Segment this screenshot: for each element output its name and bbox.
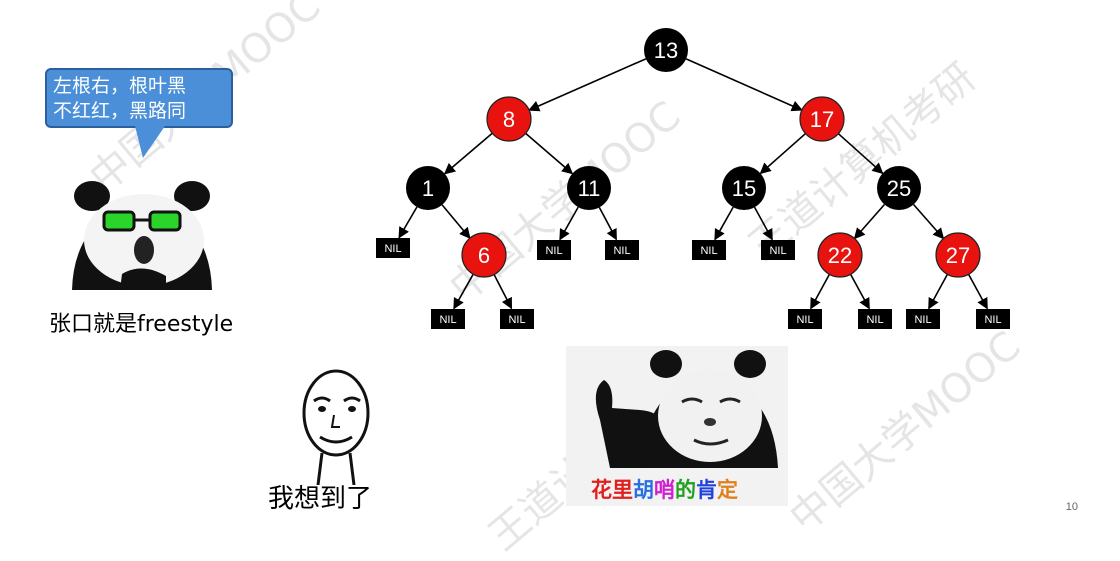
tree-edge: [559, 206, 579, 241]
panda-sunglasses-image: [72, 181, 212, 290]
tree-node-25: 25: [877, 166, 921, 210]
node-label: 6: [478, 243, 490, 268]
tree-edge: [441, 204, 471, 239]
nil-label: NIL: [769, 245, 786, 257]
tree-edge: [967, 273, 988, 310]
tree-edge: [928, 273, 949, 310]
nil-leaf: NIL: [976, 309, 1010, 329]
tree-node-8: 8: [486, 96, 532, 142]
nil-label: NIL: [700, 245, 717, 257]
tree-node-17: 17: [799, 96, 845, 142]
thought-caption: 我想到了: [268, 484, 373, 514]
tree-edge: [598, 207, 618, 241]
nil-leaf: NIL: [376, 238, 410, 258]
tree-node-27: 27: [935, 232, 981, 278]
nil-leaf: NIL: [906, 309, 940, 329]
approval-caption-text: 花里胡哨的肯定: [591, 478, 738, 502]
nil-label: NIL: [984, 314, 1001, 326]
tree-edge: [759, 132, 807, 175]
tree-node-11: 11: [567, 166, 611, 210]
tree-edge: [849, 273, 870, 310]
node-label: 1: [422, 176, 434, 201]
nil-label: NIL: [439, 314, 456, 326]
nil-leaf: NIL: [431, 309, 465, 329]
tree-edge: [810, 273, 831, 310]
tree-edge: [685, 58, 803, 112]
nil-label: NIL: [384, 243, 401, 255]
thumbs-up-panda-image: [595, 350, 778, 468]
freestyle-caption: 张口就是freestyle: [49, 312, 234, 337]
node-label: 15: [732, 176, 756, 201]
bubble-tail: [135, 126, 165, 158]
page-number: 10: [1065, 501, 1078, 513]
nil-label: NIL: [866, 314, 883, 326]
tree-edge: [398, 206, 418, 239]
nil-leaf: NIL: [605, 240, 639, 260]
nil-leaf: NIL: [788, 309, 822, 329]
tree-edge: [912, 203, 945, 240]
tree-edge: [714, 206, 734, 241]
node-label: 8: [503, 107, 515, 132]
nil-leaf: NIL: [500, 309, 534, 329]
tree-node-22: 22: [817, 232, 863, 278]
tree-edge: [753, 206, 773, 241]
bubble-line-2: 不红红，黑路同: [53, 100, 187, 122]
tree-edge: [528, 58, 647, 112]
nil-leaf: NIL: [761, 240, 795, 260]
tree-edge: [837, 133, 884, 175]
nil-label: NIL: [796, 314, 813, 326]
bubble-line-1: 左根右，根叶黑: [53, 75, 187, 97]
nil-leaf: NIL: [858, 309, 892, 329]
tree-node-6: 6: [461, 232, 507, 278]
nil-label: NIL: [914, 314, 931, 326]
nil-leaf: NIL: [692, 240, 726, 260]
tree-node-15: 15: [722, 166, 766, 210]
node-label: 27: [946, 243, 970, 268]
tree-edge: [453, 273, 474, 310]
node-label: 17: [810, 107, 834, 132]
thinking-face-image: [302, 369, 370, 485]
nil-label: NIL: [508, 314, 525, 326]
speech-bubble: 左根右，根叶黑 不红红，黑路同: [45, 68, 233, 128]
node-label: 11: [578, 176, 601, 201]
nil-label: NIL: [545, 245, 562, 257]
tree-node-13: 13: [644, 28, 688, 72]
node-label: 25: [887, 176, 911, 201]
node-label: 13: [654, 38, 678, 63]
nil-leaf: NIL: [537, 240, 571, 260]
tree-edge: [443, 132, 493, 175]
approval-caption: 花里胡哨的肯定: [591, 474, 738, 504]
nil-label: NIL: [613, 245, 630, 257]
tree-edge: [525, 132, 574, 175]
node-label: 22: [828, 243, 852, 268]
tree-edge: [493, 274, 513, 310]
tree-node-1: 1: [406, 166, 450, 210]
tree-edge: [853, 203, 886, 240]
